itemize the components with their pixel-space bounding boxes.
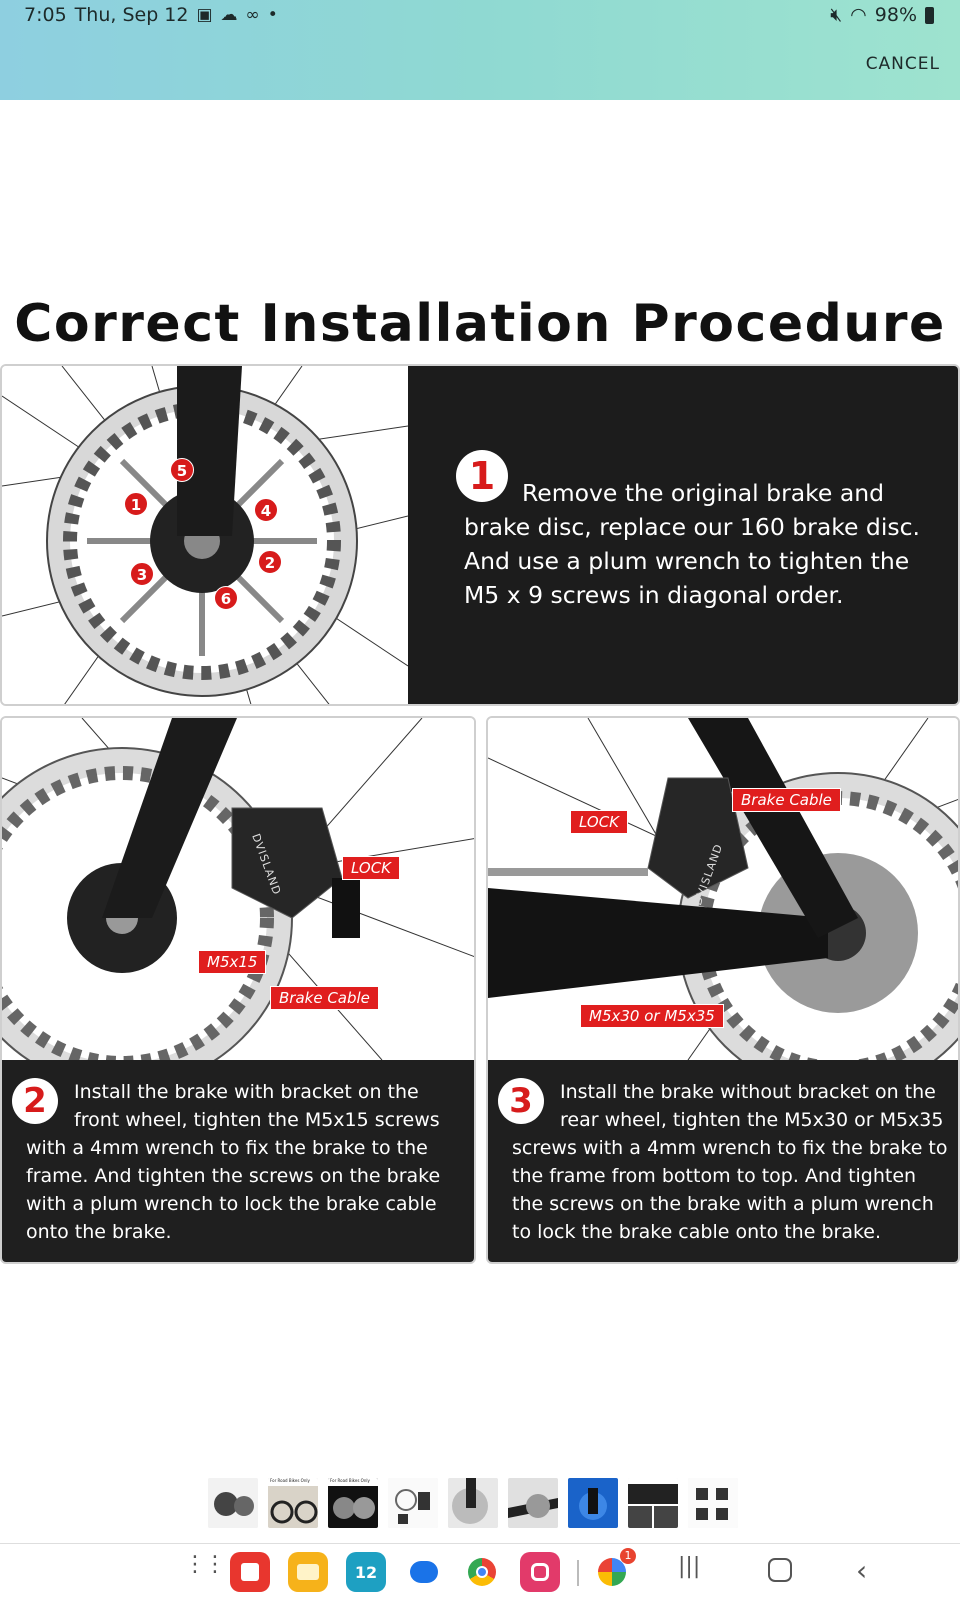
m5x15-tag: M5x15	[198, 950, 267, 974]
step2-description: Install the brake with bracket on the fr…	[26, 1078, 466, 1246]
mute-icon: 🔇︎	[830, 4, 843, 26]
files-app-icon[interactable]	[288, 1552, 328, 1592]
brake-cable-tag: Brake Cable	[732, 788, 841, 812]
step1-panel: 5 1 4 2 3 6 1 Remove the original brake …	[0, 364, 960, 706]
rotor-illustration	[2, 366, 409, 704]
thumbnail-3[interactable]: For Road Bikes Only	[328, 1478, 378, 1528]
front-brake-photo: DVISLAND LOCK M5x15 Brake Cable	[2, 718, 474, 1089]
link-icon: ∞	[245, 5, 260, 25]
google-notification-badge: 1	[620, 1548, 636, 1564]
status-time: 7:05	[24, 4, 67, 26]
step3-description: Install the brake without bracket on the…	[512, 1078, 952, 1246]
rear-brake-illustration	[488, 718, 958, 1094]
step2-rest: with a 4mm wrench to fix the brake to th…	[26, 1137, 441, 1243]
disc-rotor-photo: 5 1 4 2 3 6	[2, 366, 409, 704]
thumbnail-4[interactable]	[388, 1478, 438, 1528]
dot-icon: •	[267, 5, 278, 25]
step2-panel: DVISLAND LOCK M5x15 Brake Cable 2 Instal…	[0, 716, 476, 1264]
rotor-marker-4: 4	[254, 498, 278, 522]
dock-divider	[577, 1560, 579, 1586]
step1-description: Remove the original brake and brake disc…	[464, 476, 944, 612]
rotor-marker-3: 3	[130, 562, 154, 586]
step2-text-area: 2 Install the brake with bracket on the …	[2, 1060, 474, 1262]
thumbnail-7[interactable]	[568, 1478, 618, 1528]
step3-panel: DVISLAND LOCK Brake Cable M5x30 or M5x35…	[486, 716, 960, 1264]
rotor-marker-2: 2	[258, 550, 282, 574]
header-bar: 7:05 Thu, Sep 12 ▣ ☁ ∞ • 🔇︎ ◠ 98% CANCEL	[0, 0, 960, 100]
image-heading: Correct Installation Procedure	[14, 294, 946, 354]
recent-apps-button[interactable]: |||	[678, 1554, 701, 1579]
thumbnail-6[interactable]	[508, 1478, 558, 1528]
front-brake-illustration	[2, 718, 474, 1089]
cancel-button[interactable]: CANCEL	[865, 54, 940, 74]
lock-tag: LOCK	[570, 810, 629, 834]
gallery-icon: ▣	[196, 5, 213, 25]
thumbnail-2-caption: For Road Bikes Only	[270, 1478, 310, 1483]
home-button[interactable]	[768, 1558, 792, 1582]
status-bar-right: 🔇︎ ◠ 98%	[830, 4, 934, 26]
thumbnail-8-active[interactable]	[628, 1478, 678, 1528]
step3-number: 3	[498, 1078, 544, 1124]
thumbnail-9[interactable]	[688, 1478, 738, 1528]
step3-text-area: 3 Install the brake without bracket on t…	[488, 1060, 958, 1262]
step2-first-lines: Install the brake with bracket on the fr…	[74, 1081, 440, 1131]
rear-brake-photo: DVISLAND LOCK Brake Cable M5x30 or M5x35	[488, 718, 958, 1094]
rotor-marker-1: 1	[124, 492, 148, 516]
step1-text-area: 1 Remove the original brake and brake di…	[408, 366, 958, 704]
camera-app-icon[interactable]	[520, 1552, 560, 1592]
thumbnail-2[interactable]: For Road Bikes Only	[268, 1478, 318, 1528]
thumbnail-5[interactable]	[448, 1478, 498, 1528]
google-app-icon[interactable]: 1	[592, 1548, 636, 1592]
status-bar-left: 7:05 Thu, Sep 12 ▣ ☁ ∞ •	[24, 4, 278, 26]
rotor-marker-5: 5	[170, 458, 194, 482]
thumbnail-3-caption: For Road Bikes Only	[330, 1478, 370, 1483]
step2-number: 2	[12, 1078, 58, 1124]
battery-icon	[925, 6, 934, 24]
step1-rest: brake disc, replace our 160 brake disc. …	[464, 513, 921, 609]
navbar-divider	[0, 1543, 960, 1544]
m5x30-tag: M5x30 or M5x35	[580, 1004, 724, 1028]
chrome-app-icon[interactable]	[462, 1552, 502, 1592]
step3-rest: screws with a 4mm wrench to fix the brak…	[512, 1137, 948, 1243]
thumbnail-1[interactable]	[208, 1478, 258, 1528]
cloud-icon: ☁	[220, 5, 238, 25]
product-image[interactable]: Correct Installation Procedure	[0, 290, 960, 1270]
calendar-app-icon[interactable]: 12	[346, 1552, 386, 1592]
messages-app-icon[interactable]	[404, 1552, 444, 1592]
step1-first-line: Remove the original brake and	[522, 479, 885, 507]
step3-first-lines: Install the brake without bracket on the…	[560, 1081, 944, 1131]
brake-cable-tag: Brake Cable	[270, 986, 379, 1010]
wifi-icon: ◠	[850, 4, 867, 26]
battery-level: 98%	[874, 4, 917, 26]
navigation-bar: ⋮⋮⋮ 12 1 ||| ‹	[0, 1546, 960, 1600]
step1-number: 1	[456, 450, 508, 502]
back-button[interactable]: ‹	[856, 1554, 868, 1587]
lock-tag: LOCK	[342, 856, 401, 880]
rotor-marker-6: 6	[214, 586, 238, 610]
notes-app-icon[interactable]	[230, 1552, 270, 1592]
status-date: Thu, Sep 12	[74, 4, 189, 26]
thumbnail-strip: For Road Bikes Only For Road Bikes Only	[208, 1478, 738, 1530]
